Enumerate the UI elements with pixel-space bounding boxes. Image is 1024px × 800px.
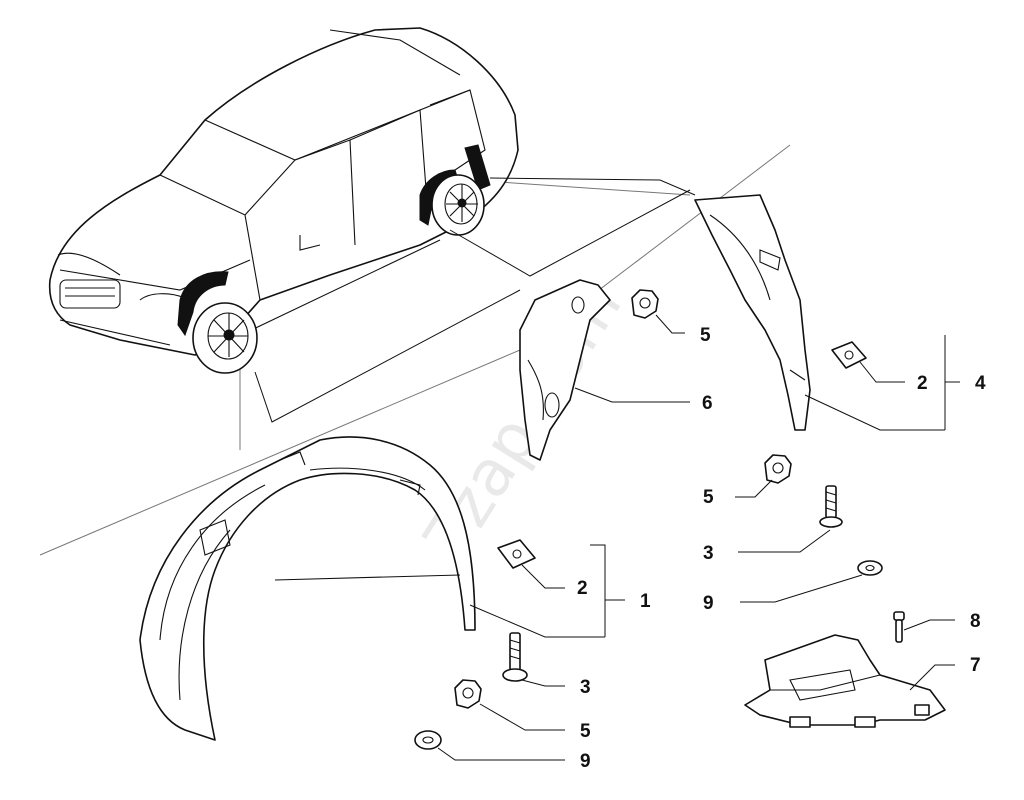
callout-9: 9: [703, 593, 714, 614]
front-wheel-arch-liner: [139, 436, 476, 741]
clip-nut-2-lower: [497, 539, 536, 569]
underbody-shield: [744, 634, 946, 728]
watermark-text: 7zap.com: [409, 271, 637, 574]
callout-2: 2: [577, 578, 588, 599]
callout-6: 6: [702, 393, 713, 414]
callout-7: 7: [970, 655, 981, 676]
callout-8: 8: [970, 611, 981, 632]
screw-3-upper: [819, 485, 843, 528]
flange-nut-5-c: [454, 679, 482, 709]
callout-3: 3: [580, 677, 591, 698]
flange-nut-5-b: [764, 454, 792, 484]
front-inner-guard: [519, 279, 611, 461]
callout-5: 5: [700, 325, 711, 346]
callout-9: 9: [580, 751, 591, 772]
push-clip-8: [893, 611, 905, 643]
callout-5: 5: [580, 721, 591, 742]
rear-inner-guard: [694, 194, 811, 431]
callout-3: 3: [703, 543, 714, 564]
callout-5: 5: [703, 487, 714, 508]
callout-2: 2: [917, 373, 928, 394]
callout-1: 1: [640, 591, 651, 612]
car-illustration: [48, 27, 519, 374]
zoom-connectors: [254, 177, 696, 423]
leader-lines: [437, 314, 960, 761]
screw-3-lower: [502, 632, 528, 682]
washer-9-upper: [857, 560, 883, 576]
washer-9-lower: [414, 730, 442, 750]
callout-4: 4: [975, 373, 986, 394]
callouts: 5 6 2 4 5 3 9 8 7 2 1 3 5 9: [577, 325, 986, 772]
clip-nut-2-upper: [831, 341, 867, 369]
flange-nut-5-a: [631, 289, 659, 319]
